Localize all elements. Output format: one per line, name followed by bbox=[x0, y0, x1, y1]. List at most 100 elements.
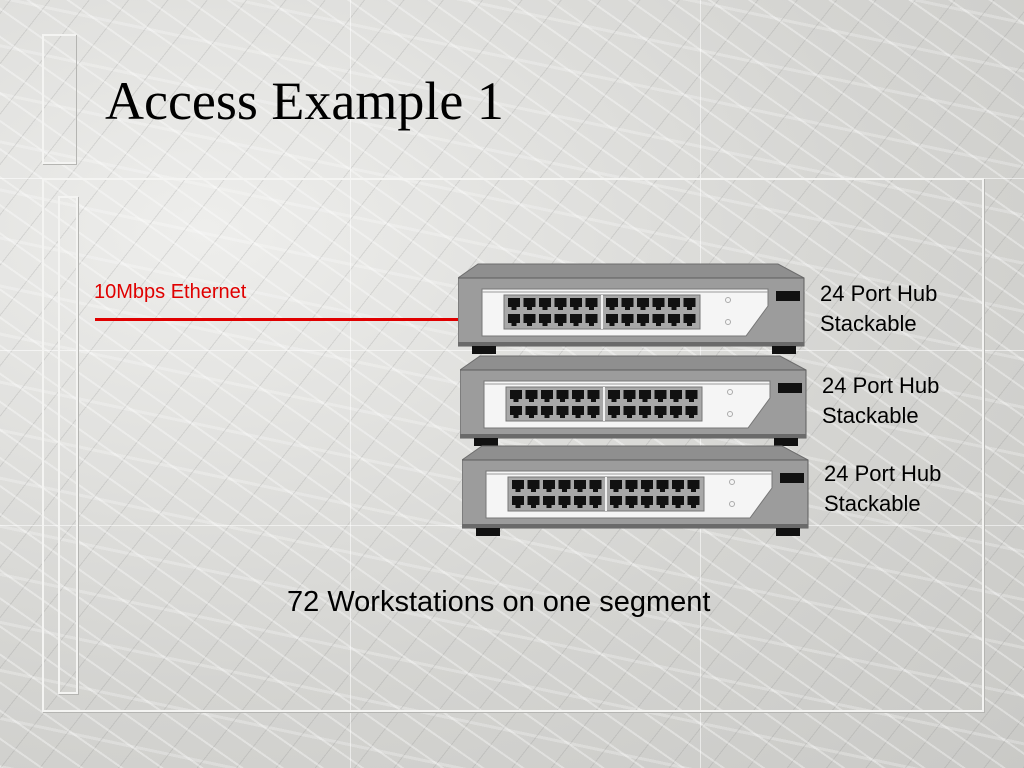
hub-port-tab bbox=[689, 415, 694, 418]
hub-port-tab bbox=[542, 307, 548, 310]
hub-label-line1: 24 Port Hub bbox=[824, 461, 942, 486]
hub-port-tab bbox=[611, 399, 617, 402]
hub-led bbox=[725, 297, 731, 303]
hub-port bbox=[543, 496, 555, 505]
hub-label-line2: Stackable bbox=[820, 311, 917, 336]
hub-label-line2: Stackable bbox=[824, 491, 921, 516]
hub-port bbox=[523, 298, 536, 307]
hub-foot bbox=[474, 438, 498, 446]
hub-port-tab bbox=[627, 415, 632, 418]
hub-port-tab bbox=[691, 505, 696, 508]
hub-port bbox=[585, 298, 598, 307]
hub-port-tab bbox=[656, 307, 661, 310]
hub-port bbox=[574, 496, 586, 505]
hub-port bbox=[670, 406, 682, 415]
hub-port-tab bbox=[546, 489, 552, 492]
hub-port bbox=[668, 298, 680, 307]
hub-port-tab bbox=[527, 323, 532, 326]
hub-led bbox=[727, 389, 733, 395]
hub-port bbox=[572, 406, 584, 415]
hub-port bbox=[570, 314, 582, 323]
hub-port bbox=[570, 298, 582, 307]
background-grid-line bbox=[350, 0, 351, 768]
hub-port-tab bbox=[558, 307, 563, 310]
hub-port bbox=[523, 314, 536, 323]
hub-port-tab bbox=[562, 489, 567, 492]
ethernet-link-line bbox=[95, 318, 470, 321]
hub-port bbox=[652, 298, 665, 307]
hub-port-tab bbox=[593, 489, 598, 492]
hub-led bbox=[729, 479, 735, 485]
hub-port bbox=[683, 314, 696, 323]
hub-port bbox=[654, 406, 667, 415]
hub-port bbox=[672, 480, 684, 489]
hub-label-2: 24 Port Hub Stackable bbox=[822, 371, 939, 431]
hub-uplink-port bbox=[776, 291, 800, 301]
hub-top-panel bbox=[458, 263, 805, 279]
caption: 72 Workstations on one segment bbox=[287, 586, 711, 618]
hub-port-tab bbox=[629, 505, 634, 508]
hub-port bbox=[608, 390, 620, 399]
hub-port bbox=[527, 496, 540, 505]
hub-foot bbox=[772, 346, 796, 354]
hub-port-tab bbox=[671, 307, 677, 310]
hub-port bbox=[641, 480, 653, 489]
hub-port bbox=[610, 496, 622, 505]
hub-port bbox=[623, 406, 636, 415]
hub-port bbox=[641, 496, 653, 505]
hub-port-tab bbox=[644, 505, 650, 508]
hub-port bbox=[639, 390, 651, 399]
hub-port bbox=[625, 496, 638, 505]
background-grid-line bbox=[0, 350, 1024, 351]
hub-port bbox=[541, 406, 553, 415]
hub-foot bbox=[776, 528, 800, 536]
hub-port-tab bbox=[589, 323, 594, 326]
hub-port bbox=[525, 406, 538, 415]
hub-drawing bbox=[458, 263, 805, 354]
page-title: Access Example 1 bbox=[105, 71, 504, 131]
hub-port bbox=[510, 406, 522, 415]
hub-port-tab bbox=[531, 505, 536, 508]
hub-bottom-shade bbox=[458, 342, 804, 346]
hub-port-tab bbox=[687, 323, 692, 326]
hub-label-3: 24 Port Hub Stackable bbox=[824, 459, 941, 519]
hub-port-tab bbox=[589, 307, 594, 310]
ethernet-label: 10Mbps Ethernet bbox=[94, 281, 247, 303]
hub-drawing bbox=[462, 445, 809, 536]
hub-port-tab bbox=[613, 489, 619, 492]
hub-port bbox=[670, 390, 682, 399]
hub-port-tab bbox=[629, 489, 634, 492]
hub-port bbox=[606, 314, 618, 323]
hub-port bbox=[668, 314, 680, 323]
hub-port-tab bbox=[611, 415, 617, 418]
hub-port bbox=[508, 298, 520, 307]
hub-foot bbox=[472, 346, 496, 354]
hub-port-tab bbox=[609, 307, 615, 310]
hub-port bbox=[621, 314, 634, 323]
hub-port bbox=[512, 480, 524, 489]
hub-device-1 bbox=[458, 262, 808, 362]
hub-port-tab bbox=[640, 307, 646, 310]
hub-port bbox=[654, 390, 667, 399]
hub-port-tab bbox=[675, 489, 681, 492]
hub-port bbox=[587, 406, 600, 415]
hub-port-tab bbox=[544, 399, 550, 402]
hub-port-tab bbox=[689, 399, 694, 402]
hub-port-tab bbox=[625, 323, 630, 326]
hub-foot bbox=[774, 438, 798, 446]
hub-port-tab bbox=[575, 415, 581, 418]
hub-port-tab bbox=[658, 399, 663, 402]
hub-port-tab bbox=[640, 323, 646, 326]
hub-port bbox=[621, 298, 634, 307]
content-frame bbox=[42, 178, 984, 712]
hub-top-panel bbox=[462, 445, 809, 461]
hub-port-tab bbox=[613, 505, 619, 508]
hub-port bbox=[637, 314, 649, 323]
hub-port bbox=[512, 496, 524, 505]
hub-port-tab bbox=[511, 307, 517, 310]
hub-port bbox=[554, 298, 567, 307]
hub-port-tab bbox=[673, 415, 679, 418]
hub-port bbox=[558, 496, 571, 505]
hub-port bbox=[608, 406, 620, 415]
hub-port-tab bbox=[560, 399, 565, 402]
